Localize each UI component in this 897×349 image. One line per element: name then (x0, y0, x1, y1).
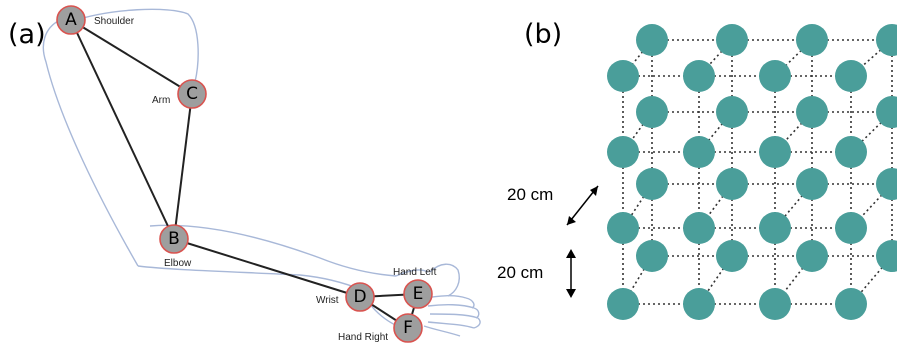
grid-node (835, 60, 867, 92)
diagonal-dimension: 20 cm (507, 185, 599, 226)
node-b-letter: B (168, 229, 180, 249)
grid-node (835, 288, 867, 320)
node-f-letter: F (403, 318, 413, 338)
grid-node (683, 212, 715, 244)
grid-node (759, 136, 791, 168)
grid-node (607, 60, 639, 92)
grid-node (683, 288, 715, 320)
grid-node (636, 168, 668, 200)
edge-c-b (173, 93, 193, 240)
edge-a-b (70, 19, 175, 240)
grid-node (876, 96, 897, 128)
grid-node (636, 96, 668, 128)
grid-node (759, 212, 791, 244)
grid-node (835, 136, 867, 168)
node-a: A Shoulder (56, 5, 135, 35)
grid-node (876, 240, 897, 272)
edge-a-c (70, 19, 193, 95)
grid-node (607, 288, 639, 320)
grid-edge-depth (698, 111, 733, 153)
node-d-caption: Wrist (316, 295, 339, 306)
node-f-caption: Hand Right (338, 332, 388, 343)
skeleton-edges (70, 19, 419, 329)
grid-node (796, 168, 828, 200)
grid-node (759, 288, 791, 320)
edge-b-d (173, 238, 361, 298)
node-c-caption: Arm (152, 95, 170, 106)
grid-node (636, 24, 668, 56)
grid-node (796, 24, 828, 56)
grid-node (607, 136, 639, 168)
grid-node (716, 96, 748, 128)
panel-b: (b) 20 cm 20 cm (497, 19, 897, 320)
grid-node (759, 60, 791, 92)
panel-a-label: (a) (8, 19, 46, 50)
node-a-letter: A (65, 10, 77, 30)
node-d-letter: D (353, 287, 366, 307)
node-b: B Elbow (159, 224, 192, 269)
grid-node (796, 240, 828, 272)
node-f: F Hand Right (338, 313, 423, 343)
grid-node (607, 212, 639, 244)
panel-a: (a) (8, 5, 481, 343)
node-e-letter: E (413, 284, 424, 304)
node-a-caption: Shoulder (94, 16, 135, 27)
grid-node (683, 60, 715, 92)
grid-node (876, 168, 897, 200)
grid-node (835, 212, 867, 244)
grid-edge-depth (774, 39, 813, 77)
grid-nodes (607, 24, 897, 320)
panel-b-label: (b) (524, 19, 562, 50)
node-e-caption: Hand Left (393, 267, 437, 278)
node-d: D Wrist (316, 282, 375, 312)
grid-node (683, 136, 715, 168)
vertical-dimension: 20 cm (497, 249, 576, 298)
node-c: C Arm (152, 79, 207, 109)
grid-edge-depth (622, 183, 653, 229)
vertical-dimension-label: 20 cm (497, 263, 543, 282)
grid-node (796, 96, 828, 128)
grid-node (716, 168, 748, 200)
grid-node (876, 24, 897, 56)
grid-node (716, 24, 748, 56)
node-e: E Hand Left (393, 267, 437, 309)
diagonal-dimension-label: 20 cm (507, 185, 553, 204)
node-b-caption: Elbow (164, 258, 192, 269)
grid-node (636, 240, 668, 272)
grid-node (716, 240, 748, 272)
node-c-letter: C (186, 84, 198, 104)
